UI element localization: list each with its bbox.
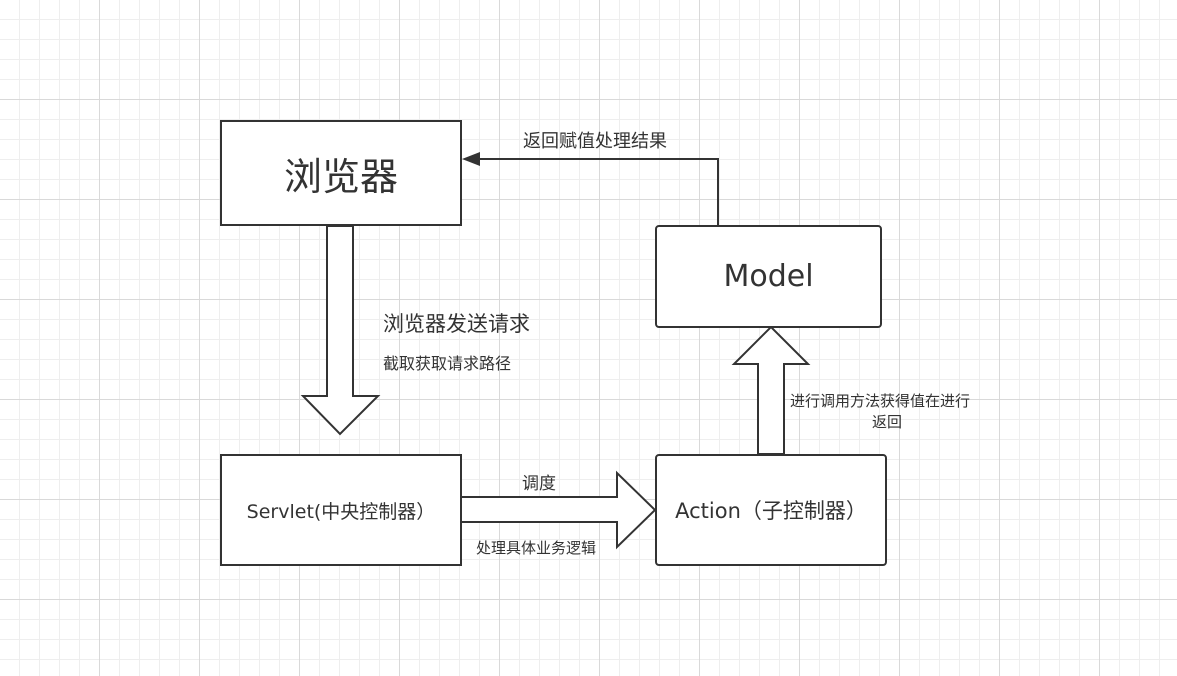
model-node: Model: [655, 225, 882, 328]
action-node: Action（子控制器）: [655, 454, 887, 566]
action-label: Action（子控制器）: [675, 499, 867, 523]
edge-label-return: 返回: [872, 413, 903, 431]
arrow-action-to-model: [731, 325, 811, 455]
edge-label-invoke-method: 进行调用方法获得值在进行: [790, 392, 971, 410]
browser-label: 浏览器: [283, 154, 398, 199]
servlet-label: Servlet(中央控制器）: [246, 500, 436, 523]
edge-label-business-logic: 处理具体业务逻辑: [476, 539, 597, 557]
arrow-servlet-to-action: [460, 470, 657, 550]
servlet-node: Servlet(中央控制器）: [220, 454, 462, 566]
edge-label-browser-send-request: 浏览器发送请求: [383, 312, 530, 336]
edge-label-intercept-path: 截取获取请求路径: [383, 354, 512, 373]
edge-label-dispatch: 调度: [522, 474, 556, 494]
browser-node: 浏览器: [220, 120, 462, 226]
arrow-browser-to-servlet: [300, 225, 381, 436]
arrow-model-to-browser: [478, 158, 719, 225]
edge-label-return-result: 返回赋值处理结果: [523, 131, 667, 152]
model-label: Model: [723, 259, 814, 294]
arrowhead-model-to-browser: [462, 152, 480, 166]
